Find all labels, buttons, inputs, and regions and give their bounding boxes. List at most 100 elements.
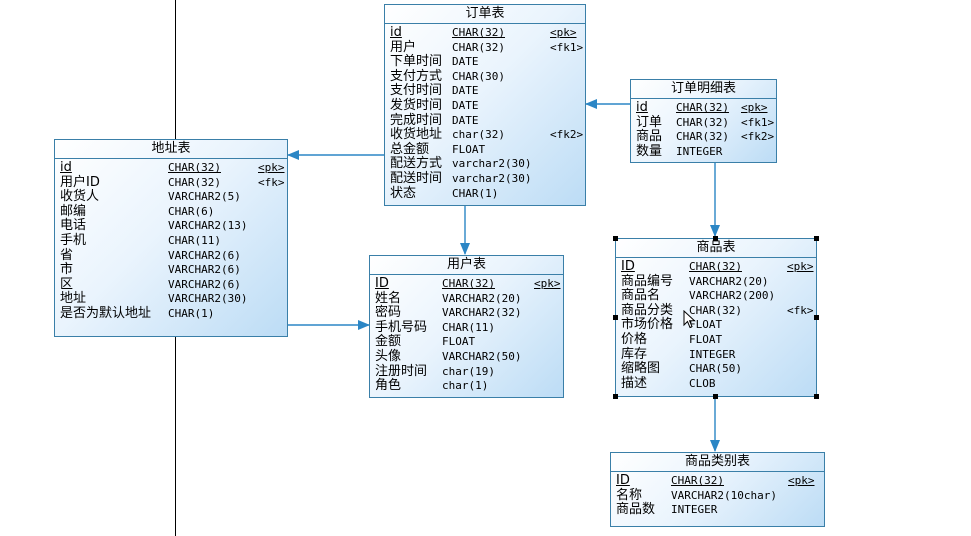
field-type: CHAR(1) [452, 186, 499, 200]
field-name: 配送方式 [390, 156, 443, 172]
field-type: char(32) [452, 128, 505, 142]
resize-handle[interactable] [613, 236, 618, 241]
resize-handle[interactable] [713, 394, 718, 399]
field-row[interactable]: 手机号码 CHAR(11) [375, 319, 559, 336]
resize-handle[interactable] [814, 394, 819, 399]
field-type: CHAR(30) [452, 69, 505, 83]
field-name: 价格 [621, 331, 648, 347]
resize-handle[interactable] [713, 236, 718, 241]
field-type: CHAR(32) [689, 260, 742, 273]
field-type: VARCHAR2(13) [168, 219, 248, 233]
field-type: CHAR(32) [676, 101, 729, 114]
field-key: <fk2> [741, 130, 775, 144]
field-type: INTEGER [689, 347, 736, 361]
field-name: 商品数 [616, 502, 656, 518]
field-name: 订单 [636, 114, 663, 130]
mouse-pointer-icon [683, 310, 696, 329]
field-key: <pk> [534, 277, 561, 290]
field-name: 商品 [636, 129, 663, 145]
entity-title: 用户表 [370, 256, 563, 275]
resize-handle[interactable] [814, 236, 819, 241]
field-name: 手机号码 [375, 319, 428, 335]
field-type: VARCHAR2(30) [168, 292, 248, 306]
field-key: <fk> [258, 175, 285, 189]
field-type: varchar2(30) [452, 157, 532, 171]
field-type: VARCHAR2(32) [442, 306, 522, 320]
field-name: 金额 [375, 334, 402, 350]
field-type: VARCHAR2(20) [689, 274, 769, 288]
entity-title: 订单明细表 [631, 80, 776, 99]
field-type: CHAR(11) [442, 320, 495, 334]
resize-handle[interactable] [613, 394, 618, 399]
field-type: varchar2(30) [452, 171, 532, 185]
field-type: VARCHAR2(50) [442, 349, 522, 363]
resize-handle[interactable] [814, 315, 819, 320]
entity-title: 地址表 [55, 140, 287, 159]
resize-handle[interactable] [613, 315, 618, 320]
field-key: <fk1> [741, 115, 775, 129]
field-name: 数量 [636, 143, 663, 159]
field-type: CLOB [689, 376, 716, 390]
field-row[interactable]: 配送方式 varchar2(30) [390, 157, 581, 172]
field-name: id [390, 25, 402, 40]
field-name: 姓名 [375, 290, 402, 306]
field-key: <fk1> [550, 40, 584, 54]
field-type: DATE [452, 98, 479, 112]
field-name: 市 [60, 262, 74, 278]
field-type: CHAR(32) [452, 26, 505, 39]
field-name: 支付时间 [390, 83, 443, 99]
